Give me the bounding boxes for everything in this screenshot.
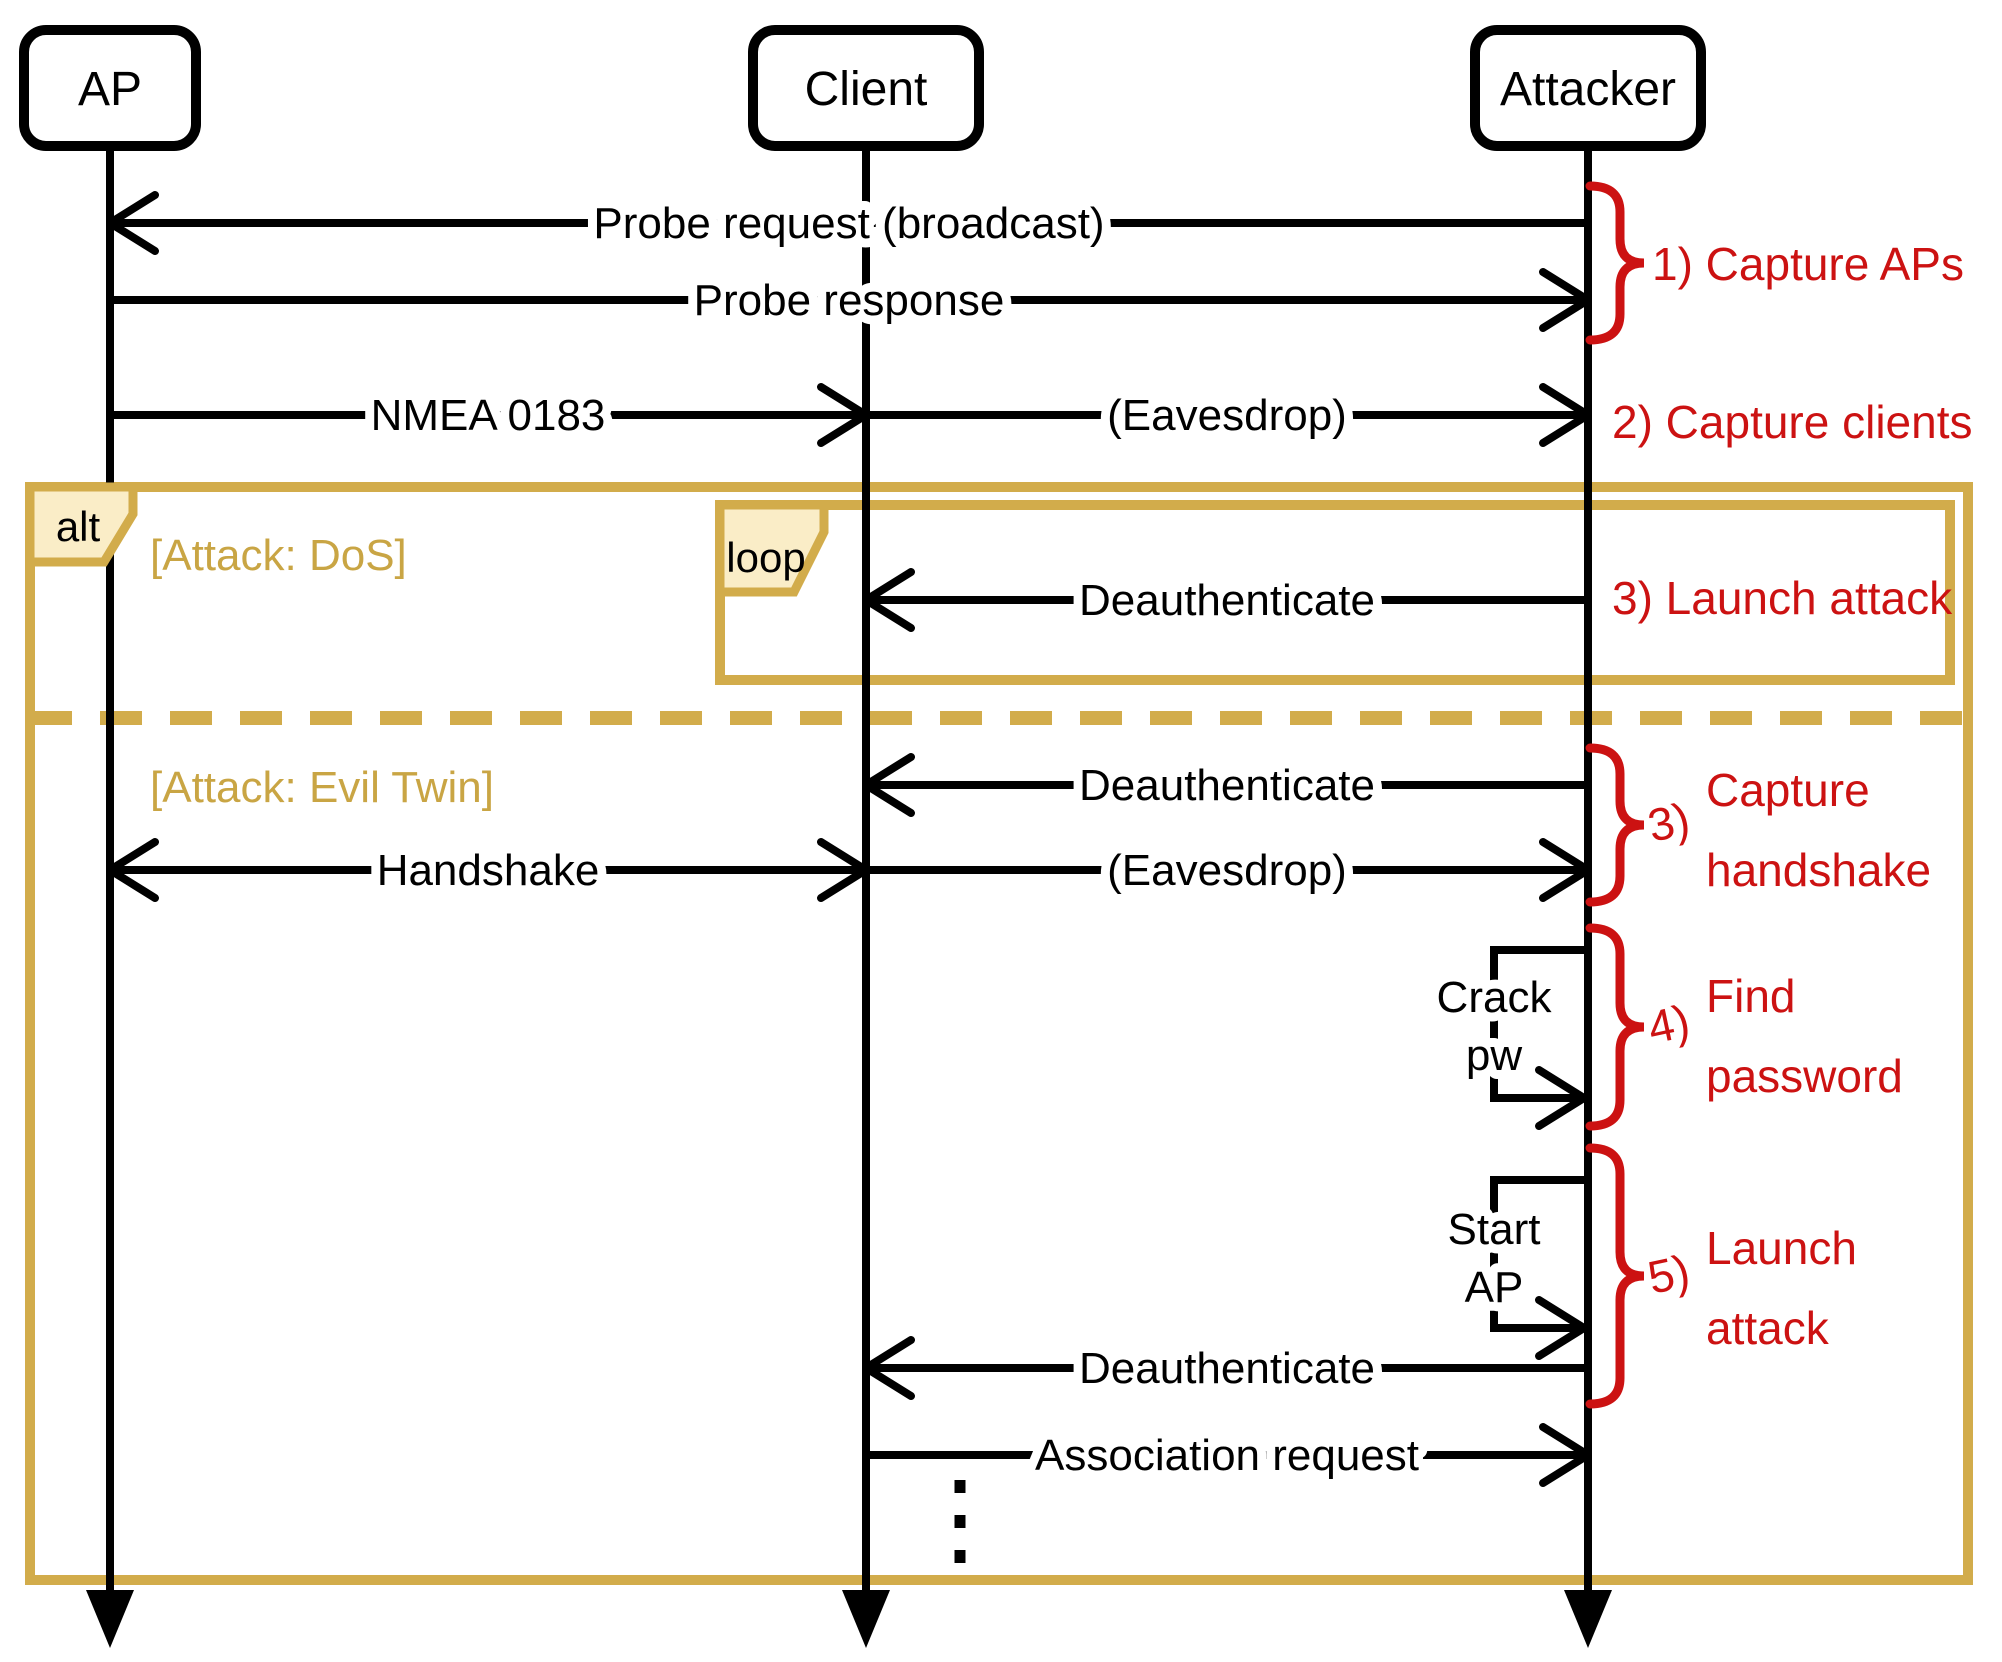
- annotation-step4-line1: Find: [1706, 970, 1795, 1022]
- annotation-step4-line2: password: [1706, 1050, 1903, 1102]
- message-label-deauth-final: Deauthenticate: [1079, 1344, 1375, 1393]
- actor-box-ap: [19, 25, 201, 151]
- message-label-handshake: Handshake: [377, 846, 600, 895]
- actor-label-ap: AP: [78, 63, 142, 116]
- arrowhead-right-nmea: [817, 383, 870, 447]
- message-label-eavesdrop-1: (Eavesdrop): [1107, 391, 1347, 440]
- message-label-deauth-loop: Deauthenticate: [1079, 576, 1375, 625]
- actor-label-attacker: Attacker: [1500, 63, 1676, 116]
- message-label-assoc-request: Association request: [1035, 1431, 1419, 1480]
- brace-step1: [1585, 181, 1645, 345]
- lifeline-end-arrow-client: [842, 1590, 890, 1648]
- alt-fragment: [25, 482, 1973, 1585]
- alt-operator-pentagon: [25, 482, 138, 567]
- annotation-step1: 1) Capture APs: [1652, 238, 1964, 290]
- arrowhead-right-eavesdrop-2: [1539, 838, 1592, 902]
- arrowhead-left-handshake: [106, 838, 159, 902]
- arrowhead-right-start-ap: [1535, 1296, 1588, 1360]
- lifeline-end-arrow-attacker: [1564, 1590, 1612, 1648]
- lifelines: [86, 146, 1612, 1648]
- annotation-step4-num: 4): [1643, 994, 1694, 1053]
- self-message-label-ap: AP: [1465, 1263, 1524, 1312]
- arrowhead-right-eavesdrop-1: [1539, 383, 1592, 447]
- message-labels: Probe request (broadcast) Probe response…: [362, 190, 1562, 1489]
- self-message-start-ap-line: [1490, 1176, 1588, 1332]
- message-label-probe-response: Probe response: [694, 276, 1005, 325]
- self-message-label-start: Start: [1448, 1205, 1541, 1254]
- actor-label-client: Client: [805, 63, 928, 116]
- arrowhead-right-crack-pw: [1535, 1066, 1588, 1130]
- annotation-step5-line1: Launch: [1706, 1222, 1857, 1274]
- message-lines: [106, 191, 1592, 1568]
- arrowhead-left-deauth-loop: [862, 568, 915, 632]
- arrowhead-left-deauth-final: [862, 1336, 915, 1400]
- brace-step4: [1585, 923, 1645, 1131]
- loop-operator-label: loop: [726, 534, 805, 581]
- brace-step3-evil: [1585, 743, 1645, 907]
- annotation-step5-num: 5): [1643, 1244, 1694, 1303]
- annotation-step3-dos: 3) Launch attack: [1612, 572, 1953, 624]
- step-annotations: 1) Capture APs 2) Capture clients 3) Lau…: [1585, 181, 1973, 1409]
- actor-box-attacker: [1470, 25, 1706, 151]
- alt-frame-border: [25, 482, 1973, 1585]
- brace-step5: [1585, 1143, 1645, 1409]
- alt-operator-label: alt: [56, 503, 101, 550]
- arrowhead-right-probe-response: [1539, 268, 1592, 332]
- self-message-label-crack: Crack: [1437, 973, 1553, 1022]
- self-message-crack-pw-line: [1490, 946, 1588, 1102]
- arrowhead-left-probe-request: [106, 191, 159, 255]
- message-label-nmea: NMEA 0183: [371, 391, 606, 440]
- message-label-probe-request: Probe request (broadcast): [593, 199, 1104, 248]
- message-label-deauth-evil: Deauthenticate: [1079, 761, 1375, 810]
- annotation-step3-evil-line2: handshake: [1706, 844, 1931, 896]
- annotation-step5-line2: attack: [1706, 1302, 1830, 1354]
- annotation-step3-evil-line1: Capture: [1706, 764, 1870, 816]
- fragment-operator-labels: alt loop [Attack: DoS] [Attack: Evil Twi…: [25, 482, 829, 812]
- loop-operator-pentagon: [715, 500, 829, 597]
- alt-guard-dos-label: [Attack: DoS]: [150, 531, 407, 580]
- arrowhead-left-deauth-evil: [862, 753, 915, 817]
- lifeline-end-arrow-ap: [86, 1590, 134, 1648]
- self-message-label-pw: pw: [1466, 1031, 1522, 1080]
- message-label-eavesdrop-2: (Eavesdrop): [1107, 846, 1347, 895]
- arrowhead-right-assoc-request: [1539, 1423, 1592, 1487]
- annotation-step3-evil-num: 3): [1643, 792, 1694, 851]
- annotation-step2: 2) Capture clients: [1612, 396, 1973, 448]
- actor-box-client: [748, 25, 984, 151]
- actor-heads: AP Client Attacker: [19, 25, 1706, 151]
- alt-guard-evil-twin-label: [Attack: Evil Twin]: [150, 763, 494, 812]
